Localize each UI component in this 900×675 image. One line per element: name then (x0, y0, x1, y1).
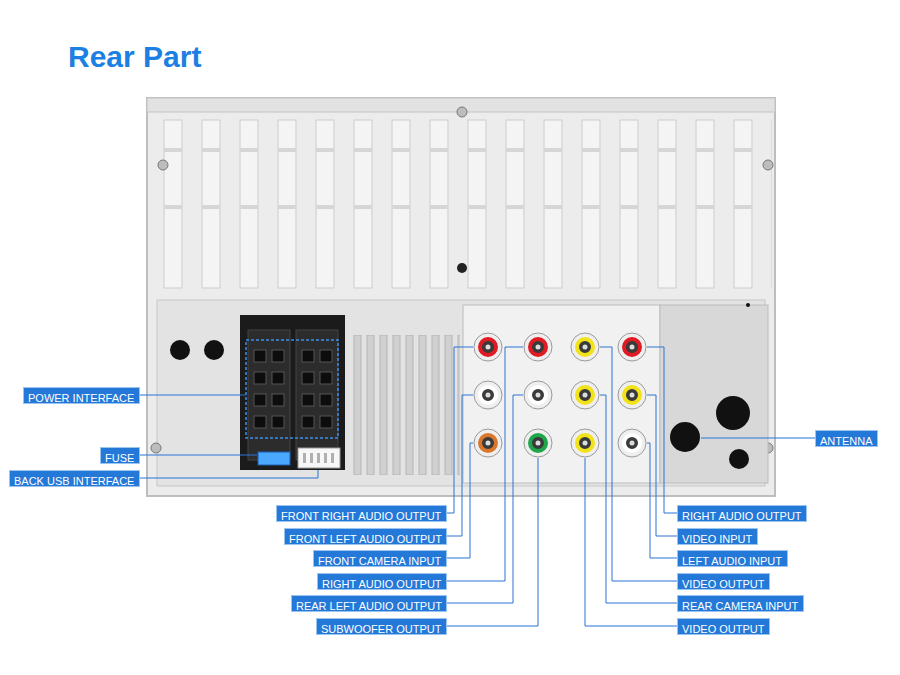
callout-label: ANTENNA (815, 430, 878, 447)
label-text: VIDEO OUTPUT (682, 577, 765, 592)
label-text: BACK USB INTERFACE (14, 474, 134, 489)
callout-label: VIDEO INPUT (677, 528, 758, 545)
callout-label: VIDEO OUTPUT (677, 573, 770, 590)
leader-lines (140, 347, 815, 626)
label-text: FRONT RIGHT AUDIO OUTPUT (281, 509, 441, 524)
callout-label: REAR LEFT AUDIO OUTPUT (291, 595, 447, 612)
callout-label: RIGHT AUDIO OUTPUT (317, 573, 447, 590)
label-text: FUSE (105, 451, 134, 466)
callout-label: LEFT AUDIO INPUT (677, 550, 788, 567)
callout-label: FUSE (100, 447, 140, 464)
callout-label: FRONT RIGHT AUDIO OUTPUT (276, 505, 447, 522)
label-text: SUBWOOFER OUTPUT (321, 622, 441, 637)
label-text: ANTENNA (820, 434, 873, 449)
label-text: VIDEO OUTPUT (682, 622, 765, 637)
label-text: FRONT LEFT AUDIO OUTPUT (289, 532, 442, 547)
label-text: REAR LEFT AUDIO OUTPUT (296, 599, 442, 614)
label-text: VIDEO INPUT (682, 532, 752, 547)
label-text: REAR CAMERA INPUT (682, 599, 798, 614)
callout-label: BACK USB INTERFACE (9, 470, 140, 487)
title: Rear Part (68, 42, 201, 72)
label-text: RIGHT AUDIO OUTPUT (322, 577, 442, 592)
label-text: RIGHT AUDIO OUTPUT (682, 509, 802, 524)
callout-label: SUBWOOFER OUTPUT (316, 618, 447, 635)
callout-label: FRONT LEFT AUDIO OUTPUT (284, 528, 447, 545)
callout-label: VIDEO OUTPUT (677, 618, 770, 635)
callout-label: POWER INTERFACE (23, 387, 140, 404)
label-text: POWER INTERFACE (28, 391, 134, 406)
label-text: FRONT CAMERA INPUT (318, 554, 441, 569)
callout-label: FRONT CAMERA INPUT (313, 550, 447, 567)
label-text: LEFT AUDIO INPUT (682, 554, 782, 569)
callout-label: RIGHT AUDIO OUTPUT (677, 505, 807, 522)
callout-label: REAR CAMERA INPUT (677, 595, 804, 612)
